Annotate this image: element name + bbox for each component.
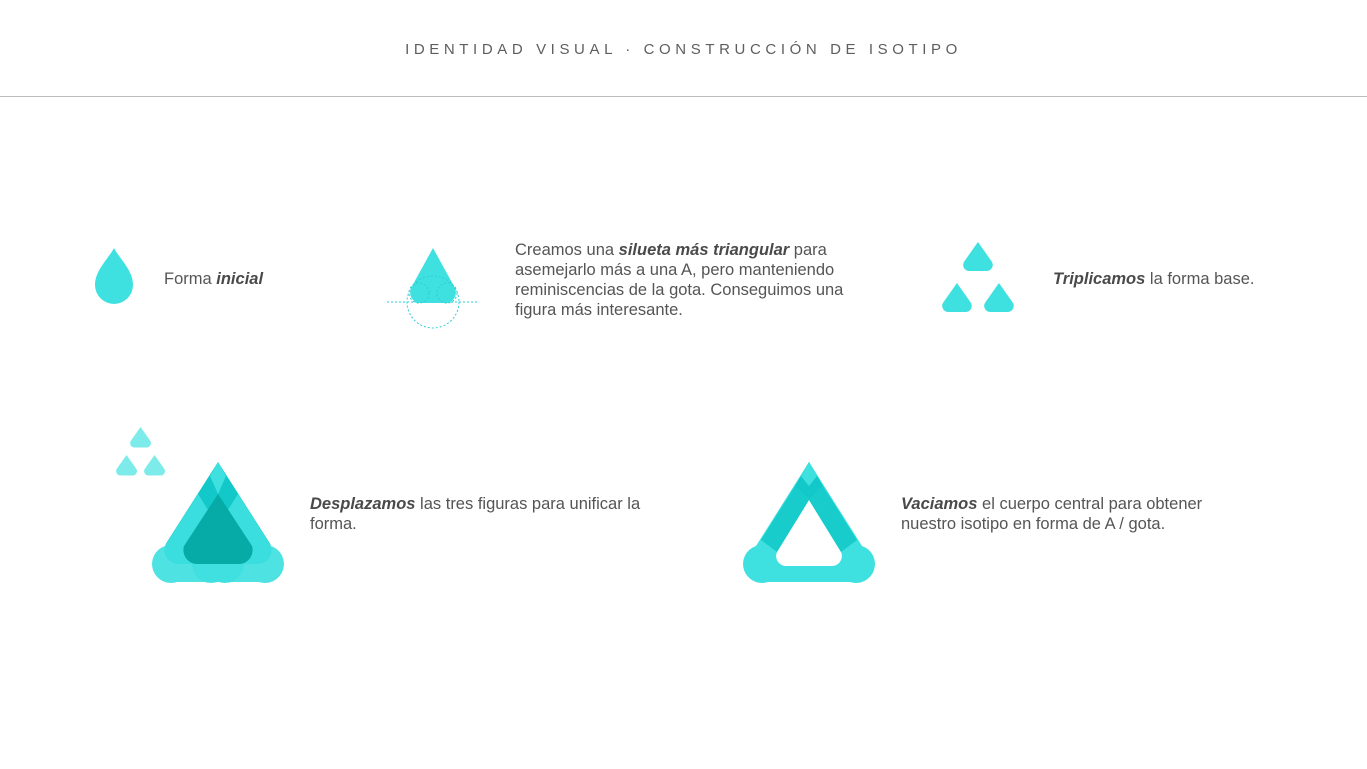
guide-circle-big xyxy=(406,275,460,329)
caption-emphasis: silueta más triangular xyxy=(618,241,790,259)
single-drop-icon xyxy=(95,248,133,304)
drop-bottom-left xyxy=(116,455,137,476)
caption-step-5: Vaciamos el cuerpo central para obtener … xyxy=(901,494,1261,534)
caption-step-1: Forma inicial xyxy=(164,269,364,289)
drop-bottom-right xyxy=(984,283,1014,313)
page-header: IDENTIDAD VISUAL · CONSTRUCCIÓN DE ISOTI… xyxy=(0,0,1367,97)
drop-top xyxy=(130,427,151,448)
isotype-outer-shape xyxy=(743,462,875,583)
caption-emphasis: Triplicamos xyxy=(1053,270,1146,288)
caption-emphasis: Vaciamos xyxy=(901,495,978,513)
caption-text: Creamos una xyxy=(515,241,619,259)
drop-bottom-left xyxy=(942,283,972,313)
page-title: IDENTIDAD VISUAL · CONSTRUCCIÓN DE ISOTI… xyxy=(405,41,962,58)
caption-emphasis: inicial xyxy=(216,270,264,288)
caption-text: Forma xyxy=(164,270,217,288)
triangular-drop-construction-icon xyxy=(387,248,479,329)
caption-text-tail: las tres figuras para unificar la forma. xyxy=(310,495,641,533)
hollow-a-drop-isotype-icon xyxy=(743,462,875,583)
guide-circle-left xyxy=(408,282,430,304)
caption-text-tail: el cuerpo central para obtener nuestro i… xyxy=(901,495,1203,533)
drop-top xyxy=(963,242,993,272)
caption-emphasis: Desplazamos xyxy=(310,495,416,513)
drop-center-overlap xyxy=(183,494,253,564)
caption-text-tail: para asemejarlo más a una A, pero manten… xyxy=(515,241,844,319)
caption-step-4: Desplazamos las tres figuras para unific… xyxy=(310,494,670,534)
isotype-tip-highlight xyxy=(801,462,817,486)
caption-step-2: Creamos una silueta más triangular para … xyxy=(515,240,875,320)
isotype-left-leg xyxy=(761,486,809,552)
isotype-right-leg xyxy=(809,486,857,552)
overlapped-drops-icon xyxy=(152,462,284,583)
caption-text-tail: la forma base. xyxy=(1145,270,1255,288)
caption-step-3: Triplicamos la forma base. xyxy=(1053,269,1333,289)
drop-shape xyxy=(95,248,133,304)
three-drops-icon xyxy=(942,242,1014,313)
drop-tip-highlight xyxy=(210,462,226,494)
